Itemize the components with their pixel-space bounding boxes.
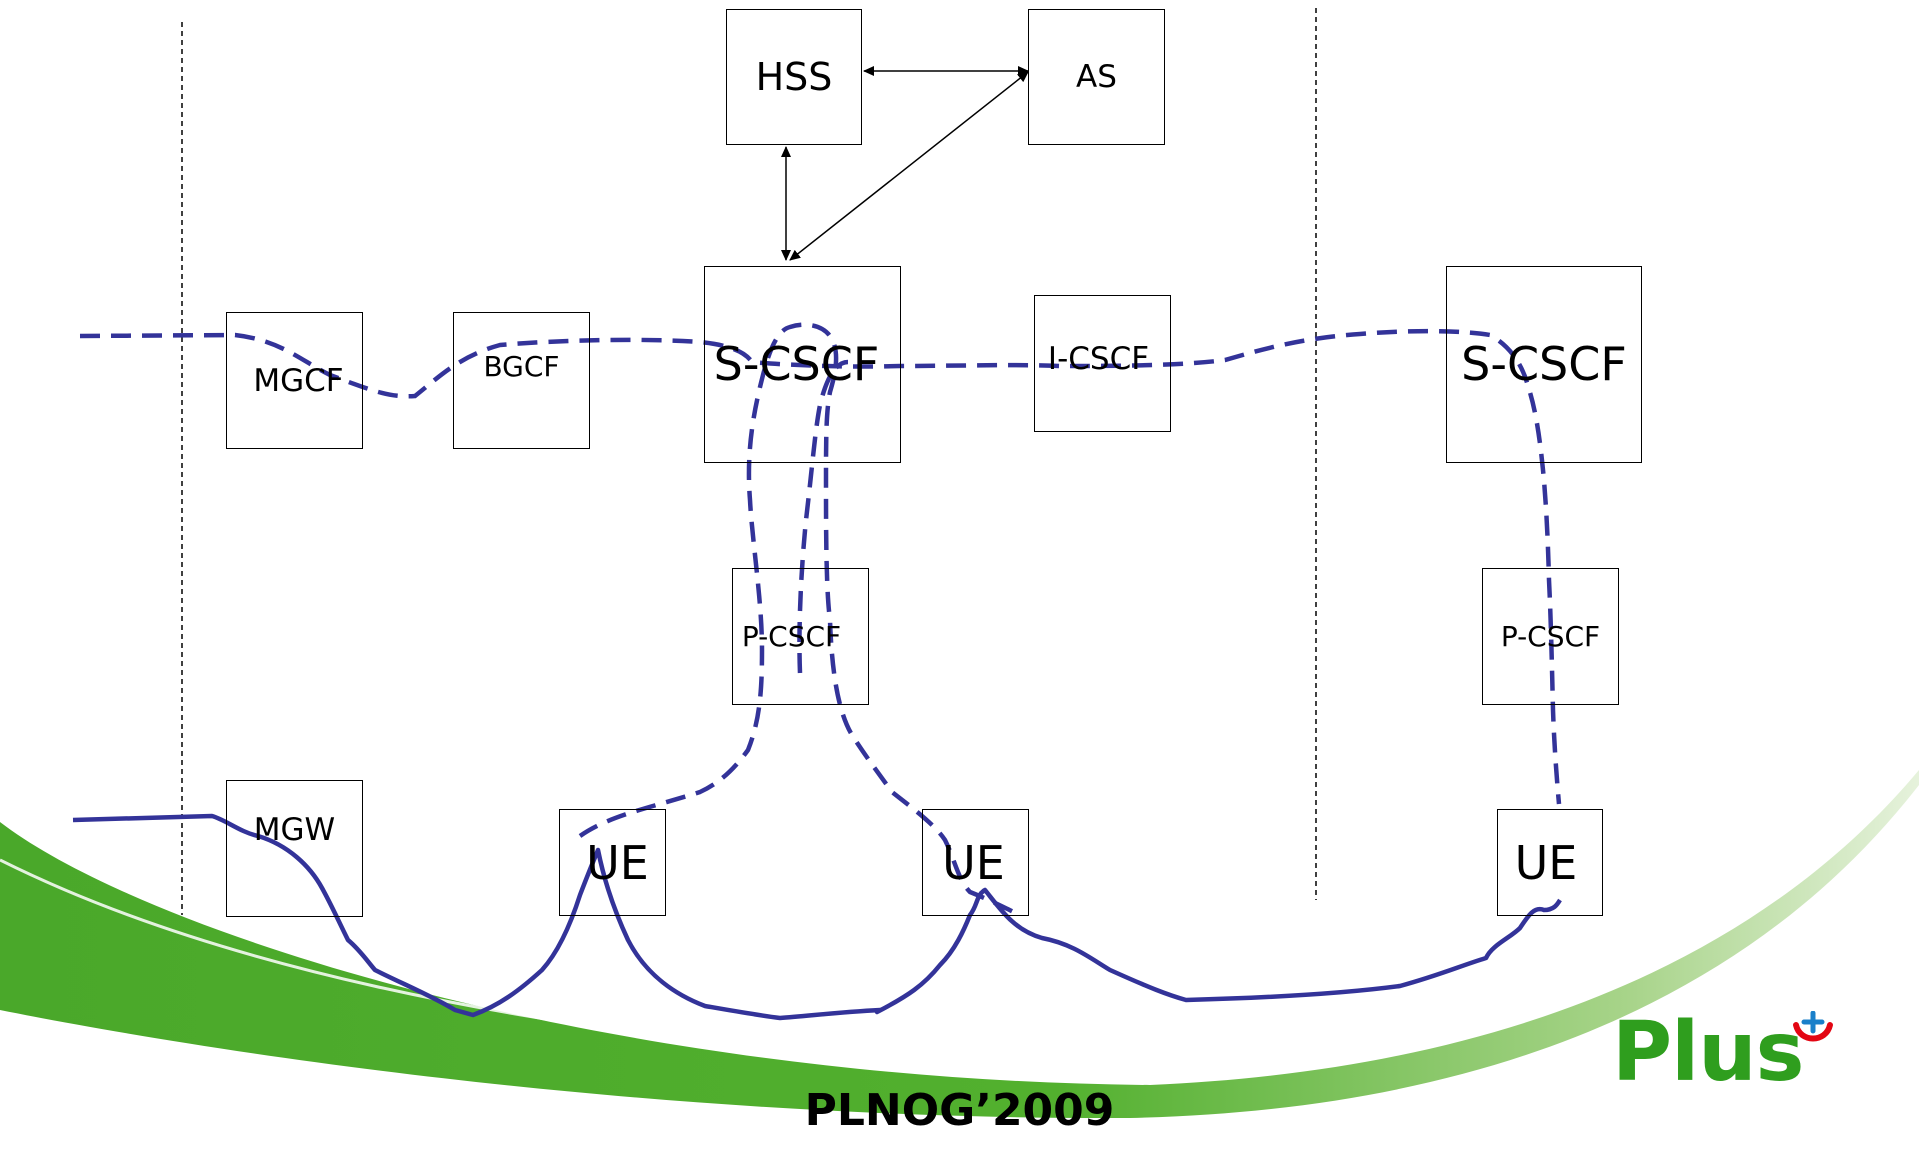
ue-3-node: UE <box>1497 809 1603 916</box>
ue-1-label: UE <box>586 835 649 890</box>
icscf-label: I-CSCF <box>1047 340 1150 377</box>
connector-as-scscf <box>789 71 1029 261</box>
signalling-paths <box>79 322 1562 918</box>
scscf-remote-node: S-CSCF <box>1446 266 1642 463</box>
footer-text: PLNOG’2009 <box>804 1085 1115 1136</box>
scscf-home-node: S-CSCF <box>704 266 901 463</box>
hss-label: HSS <box>755 55 833 99</box>
ue-2-node: UE <box>922 809 1029 916</box>
scscf-home-label: S-CSCF <box>713 336 880 391</box>
bgcf-node: BGCF <box>453 312 590 449</box>
ue-1-node: UE <box>559 809 666 916</box>
pcscf-remote-node: P-CSCF <box>1482 568 1619 705</box>
icscf-node: I-CSCF <box>1034 295 1171 432</box>
as-node: AS <box>1028 9 1165 145</box>
signalling-path-main <box>79 328 1562 805</box>
ue-3-label: UE <box>1514 835 1578 890</box>
scscf-remote-label: S-CSCF <box>1461 336 1627 391</box>
mgw-label: MGW <box>253 811 336 848</box>
mgcf-node: MGCF <box>226 312 363 449</box>
as-label: AS <box>1076 59 1117 95</box>
ue-2-label: UE <box>942 835 1005 890</box>
plus-logo: Plus <box>1612 1005 1833 1100</box>
pcscf-remote-label: P-CSCF <box>1500 620 1601 653</box>
signalling-path-ue1-loop <box>578 322 1021 918</box>
background-swoosh-highlight <box>0 858 901 1062</box>
pcscf-home-node: P-CSCF <box>732 568 869 705</box>
bgcf-label: BGCF <box>483 350 560 383</box>
background-swoosh <box>0 770 1919 1119</box>
mgw-node: MGW <box>226 780 363 917</box>
pcscf-home-label: P-CSCF <box>741 620 842 653</box>
mgcf-label: MGCF <box>253 362 344 399</box>
media-path <box>72 813 1562 1021</box>
plus-logo-mark-icon <box>1793 1011 1833 1042</box>
signalling-path-ue1-return <box>797 359 849 674</box>
plus-logo-text: Plus <box>1612 1005 1804 1100</box>
hss-node: HSS <box>726 9 862 145</box>
